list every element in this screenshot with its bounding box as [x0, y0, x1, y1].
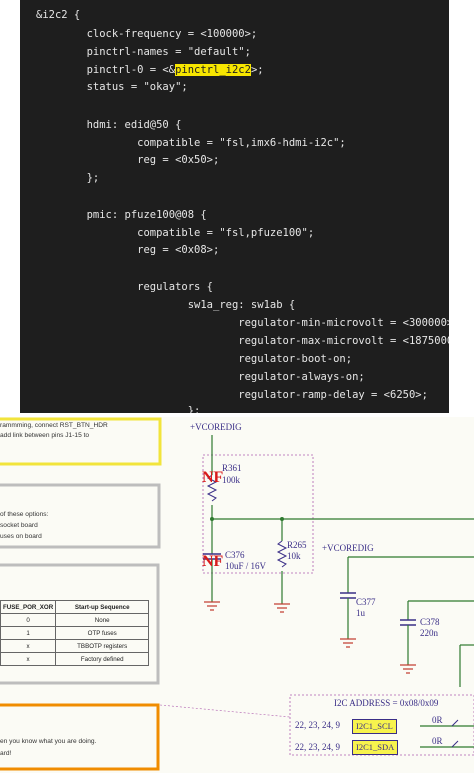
- code-line: reg = <0x50>;: [36, 154, 220, 166]
- code-line: regulators {: [36, 281, 214, 293]
- orange-warning-box: [0, 703, 160, 771]
- component-value: 10k: [287, 551, 301, 561]
- i2c-address-label: I2C ADDRESS = 0x08/0x09: [334, 698, 439, 708]
- code-line: regulator-ramp-delay = <6250>;: [36, 389, 428, 401]
- table-cell: None: [55, 613, 150, 627]
- code-line: status = "okay";: [36, 81, 188, 93]
- component-ref: R361: [222, 463, 242, 473]
- power-label: +VCOREDIG: [190, 422, 242, 432]
- note-text: ard!: [0, 750, 12, 757]
- component-value: 10uF / 16V: [225, 561, 267, 571]
- table-cell: 0: [0, 613, 57, 627]
- table-cell: 1: [0, 626, 57, 640]
- code-line: clock-frequency = <100000>;: [36, 28, 258, 40]
- component-ref: C376: [225, 550, 245, 560]
- code-line: };: [36, 172, 100, 184]
- code-highlight: pinctrl_i2c2: [175, 64, 251, 76]
- code-text: >;: [250, 64, 264, 76]
- table-cell: Factory defined: [55, 652, 150, 666]
- code-text: pinctrl-0 = <&: [36, 64, 176, 76]
- table-header-row: FUSE_POR_XOR Start-up Sequence: [0, 600, 150, 614]
- note-text: socket board: [0, 522, 38, 529]
- table-cell: x: [0, 639, 57, 653]
- component-ref: C377: [356, 597, 376, 607]
- code-line: sw1a_reg: sw1ab {: [36, 299, 296, 311]
- component-value: 220n: [420, 628, 438, 638]
- dashed-i2c-region: [289, 694, 474, 756]
- code-line: regulator-always-on;: [36, 371, 365, 383]
- note-text: rammming, connect RST_BTN_HDR: [0, 422, 108, 429]
- code-line: pmic: pfuze100@08 {: [36, 209, 207, 221]
- table-cell: x: [0, 652, 57, 666]
- component-value: 100k: [222, 475, 240, 485]
- resistor-value: 0R: [432, 736, 443, 746]
- code-line: regulator-boot-on;: [36, 353, 353, 365]
- component-ref: R265: [287, 540, 307, 550]
- code-line: &i2c2 {: [36, 9, 81, 21]
- note-text: of these options:: [0, 511, 49, 518]
- code-panel: &i2c2 { clock-frequency = <100000>; pinc…: [20, 0, 449, 413]
- net-label-scl[interactable]: I2C1_SCL: [352, 719, 397, 734]
- note-text: add link between pins J1-15 to: [0, 432, 90, 439]
- no-fit-marker: NF: [202, 553, 224, 570]
- code-line: compatible = "fsl,pfuze100";: [36, 227, 315, 239]
- component-value: 1u: [356, 608, 365, 618]
- table-cell: OTP fuses: [55, 626, 150, 640]
- code-line-pinctrl: pinctrl-0 = <&pinctrl_i2c2>;: [36, 63, 264, 77]
- power-label: +VCOREDIG: [322, 543, 374, 553]
- code-line: compatible = "fsl,imx6-hdmi-i2c";: [36, 137, 346, 149]
- note-text: uses on board: [0, 533, 42, 540]
- dashed-region: [202, 454, 314, 574]
- table-header: FUSE_POR_XOR: [0, 600, 57, 614]
- schematic-drawing: [0, 417, 474, 771]
- table-cell: TBBOTP registers: [55, 639, 150, 653]
- net-label-sda[interactable]: I2C1_SDA: [352, 740, 399, 755]
- no-fit-marker: NF: [202, 469, 224, 486]
- code-line: pinctrl-names = "default";: [36, 46, 251, 58]
- table-header: Start-up Sequence: [55, 600, 150, 614]
- code-line: regulator-min-microvolt = <300000>;: [36, 317, 449, 329]
- note-text: en you know what you are doing.: [0, 738, 97, 745]
- grey-table-box: [0, 563, 160, 685]
- yellow-note-box: [0, 417, 162, 466]
- code-line: };: [36, 405, 201, 413]
- schematic-view: rammming, connect RST_BTN_HDR add link b…: [0, 417, 474, 773]
- pin-numbers: 22, 23, 24, 9: [295, 720, 340, 730]
- grey-note-box: [0, 483, 161, 549]
- resistor-value: 0R: [432, 715, 443, 725]
- pin-numbers: 22, 23, 24, 9: [295, 742, 340, 752]
- code-line: hdmi: edid@50 {: [36, 119, 182, 131]
- code-line: reg = <0x08>;: [36, 244, 220, 256]
- component-ref: C378: [420, 617, 440, 627]
- code-line: regulator-max-microvolt = <1875000>;: [36, 335, 449, 347]
